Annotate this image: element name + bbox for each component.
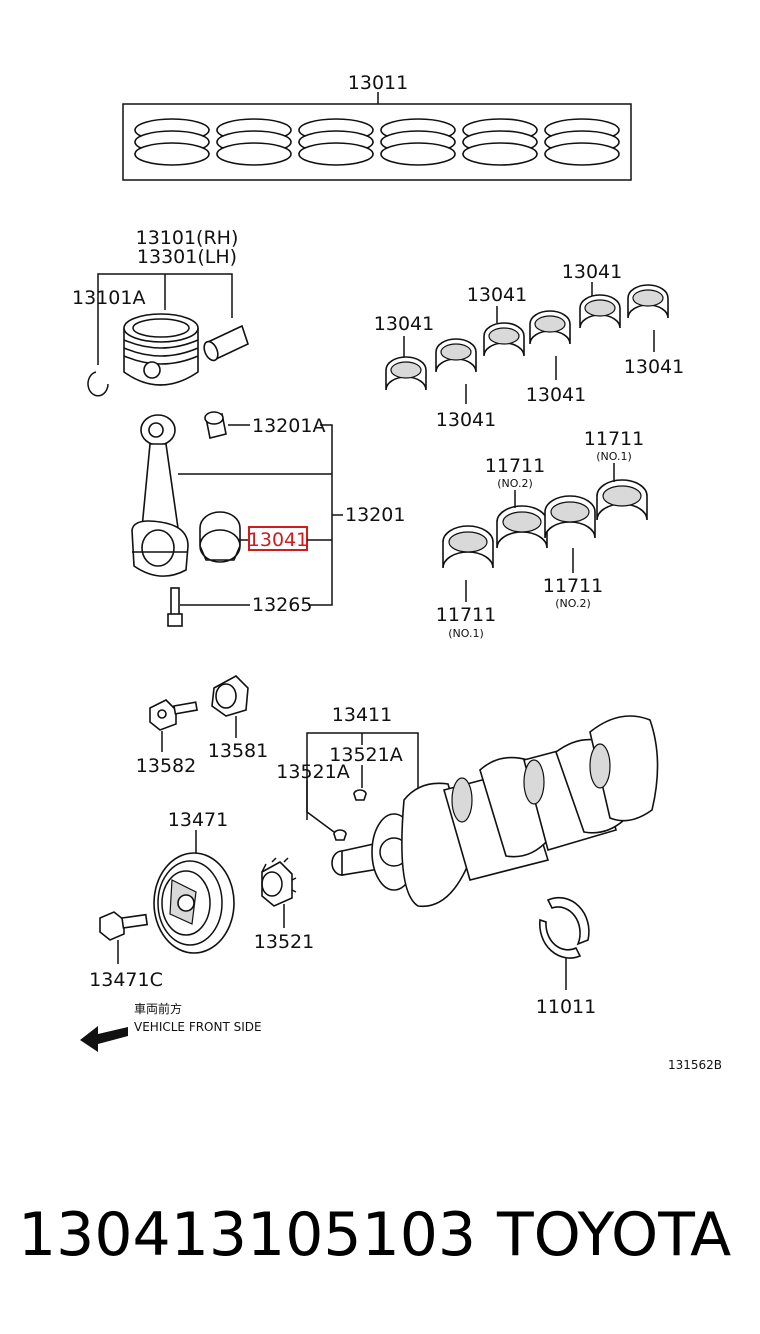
footer: 130413105103 TOYOTA (0, 1190, 760, 1280)
bearing-half-5 (579, 294, 621, 329)
main-bearing-1 (442, 525, 494, 569)
label-crankshaft: 13411 (332, 704, 392, 726)
label-piston-lh: 13301(LH) (137, 246, 237, 268)
label-main-bottom-mid: 11711 (543, 575, 603, 597)
label-bearing-a: 13041 (374, 313, 434, 335)
label-conrod-bearing-highlight[interactable]: 13041 (248, 529, 308, 551)
sensor-plate (211, 675, 249, 717)
label-pulley: 13471 (168, 809, 228, 831)
pulley-group: 13471 13471C 13521 (89, 809, 314, 991)
conrod-bearing-set: 13041 13041 13041 13041 13041 13041 (374, 261, 684, 431)
exploded-parts-diagram: 13011 13101(RH) 13301(LH) 13101A (72, 72, 722, 1072)
bearing-half-6 (627, 284, 669, 319)
front-label-en: VEHICLE FRONT SIDE (134, 1020, 262, 1034)
label-bearing-f: 13041 (624, 356, 684, 378)
pulley-bolt (99, 911, 149, 941)
conrod-bearing (199, 511, 241, 563)
woodruff-key-left (333, 829, 347, 841)
crank-pulley (153, 852, 235, 954)
label-snap-ring: 13101A (72, 287, 145, 309)
label-bearing-c: 13041 (467, 284, 527, 306)
bearing-half-2 (435, 338, 477, 373)
label-bearing-d: 13041 (526, 384, 586, 406)
bearing-half-3 (483, 322, 525, 357)
label-key-left: 13521A (276, 761, 349, 783)
part-number: 130413105103 (18, 1200, 477, 1270)
timing-gear (261, 857, 297, 907)
label-conrod: 13201 (345, 504, 405, 526)
sensor-bolt (149, 699, 198, 731)
bearing-half-4 (529, 310, 571, 345)
pin-bushing (204, 411, 227, 439)
snap-ring (87, 371, 109, 397)
thrust-washer (538, 896, 590, 959)
label-main-top-mid: 11711 (485, 455, 545, 477)
label-main-bottom-left-sub: (NO.1) (448, 627, 484, 640)
main-bearing-3 (544, 495, 596, 539)
label-main-top-right-sub: (NO.1) (596, 450, 632, 463)
label-crank-sensor-plate: 13581 (208, 740, 268, 762)
label-thrust-washer: 11011 (536, 996, 596, 1018)
diagram-code: 131562B (668, 1058, 722, 1072)
ring-group-2 (216, 118, 292, 166)
label-main-top-right: 11711 (584, 428, 644, 450)
label-piston-rh: 13101(RH) (136, 227, 239, 249)
ring-group-5 (462, 118, 538, 166)
arrow-left-icon (80, 1026, 128, 1052)
label-timing-gear: 13521 (254, 931, 314, 953)
ring-group-6 (544, 118, 620, 166)
label-main-top-mid-sub: (NO.2) (497, 477, 533, 490)
label-bearing-e: 13041 (562, 261, 622, 283)
thrust-washer-group: 11011 (536, 896, 596, 1018)
main-bearing-set: 11711 (NO.1) 11711 (NO.2) 11711 (NO.2) 1… (436, 428, 648, 640)
piston-assembly: 13101(RH) 13301(LH) 13101A (72, 227, 249, 397)
label-key-right: 13521A (329, 744, 402, 766)
front-label-jp: 車両前方 (134, 1001, 182, 1016)
ring-group-4 (380, 118, 456, 166)
crank-sensor-parts: 13582 13581 (136, 675, 268, 777)
crankshaft (331, 715, 659, 908)
connecting-rod (131, 414, 189, 577)
label-main-bottom-left: 11711 (436, 604, 496, 626)
bearing-half-1 (385, 356, 427, 391)
label-pulley-bolt: 13471C (89, 969, 163, 991)
piston-ring-set: 13011 (122, 72, 632, 181)
conrod-bolt (167, 587, 183, 627)
vehicle-front-indicator: 車両前方 VEHICLE FRONT SIDE (80, 1001, 262, 1052)
brand-name: TOYOTA (497, 1200, 732, 1270)
ring-group-1 (134, 118, 210, 166)
crankshaft-assembly: 13411 13521A 13521A (276, 704, 659, 908)
piston (123, 313, 199, 386)
connecting-rod-assembly: 13201A 13201 13041 13265 (131, 411, 405, 627)
piston-pin (203, 324, 249, 362)
woodruff-key-right (353, 789, 367, 801)
highlight-box (248, 526, 308, 551)
label-crank-sensor-bolt: 13582 (136, 755, 196, 777)
main-bearing-4 (596, 479, 648, 521)
ring-group-3 (298, 118, 374, 166)
label-conrod-bolt: 13265 (252, 594, 312, 616)
label-main-bottom-mid-sub: (NO.2) (555, 597, 591, 610)
main-bearing-2 (496, 505, 548, 549)
label-ring-set: 13011 (348, 72, 408, 94)
label-pin-bushing: 13201A (252, 415, 325, 437)
label-bearing-b: 13041 (436, 409, 496, 431)
